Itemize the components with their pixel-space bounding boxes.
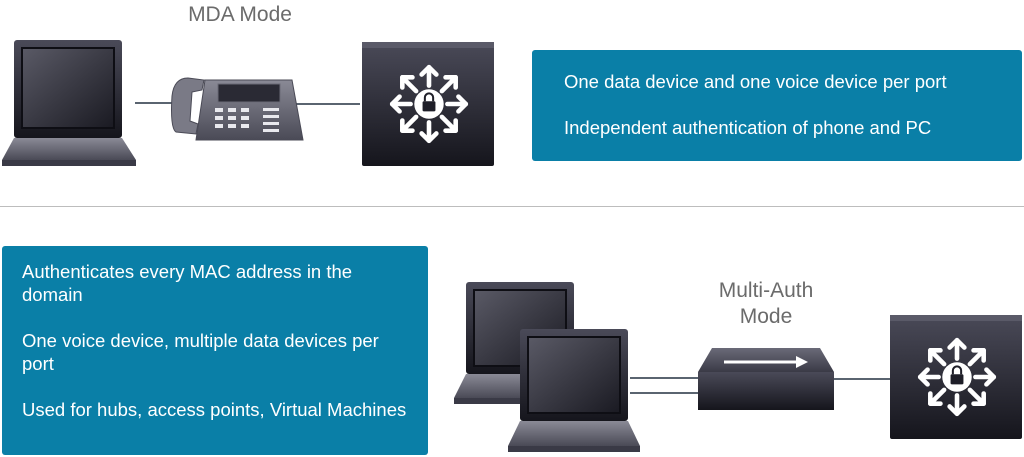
mda-info-line: One data device and one voice device per… xyxy=(564,71,947,92)
multi-auth-title-line: Multi-Auth xyxy=(718,279,814,302)
laptop-icon xyxy=(2,40,136,166)
mda-info-line: Independent authentication of phone and … xyxy=(564,117,932,138)
secure-switch-icon xyxy=(362,42,494,166)
mda-mode-title: MDA Mode xyxy=(188,3,292,26)
mda-info-box: One data device and one voice device per… xyxy=(532,50,1022,161)
multi-auth-info-line: Authenticates every MAC address in the d… xyxy=(22,261,353,305)
secure-switch-icon xyxy=(890,315,1022,439)
multi-auth-info-line: Used for hubs, access points, Virtual Ma… xyxy=(22,399,407,420)
mda-links xyxy=(135,102,360,105)
laptop-icon xyxy=(508,329,640,452)
multi-auth-links xyxy=(630,377,890,394)
section-divider xyxy=(0,206,1024,207)
multi-auth-title-line: Mode xyxy=(739,305,793,328)
multi-auth-mode-title: Multi-Auth Mode xyxy=(686,278,846,330)
hub-icon xyxy=(698,348,834,410)
multi-auth-info-line: One voice device, multiple data devices … xyxy=(22,330,379,374)
multi-auth-info-box: Authenticates every MAC address in the d… xyxy=(2,246,428,455)
ip-phone-icon xyxy=(171,77,304,141)
